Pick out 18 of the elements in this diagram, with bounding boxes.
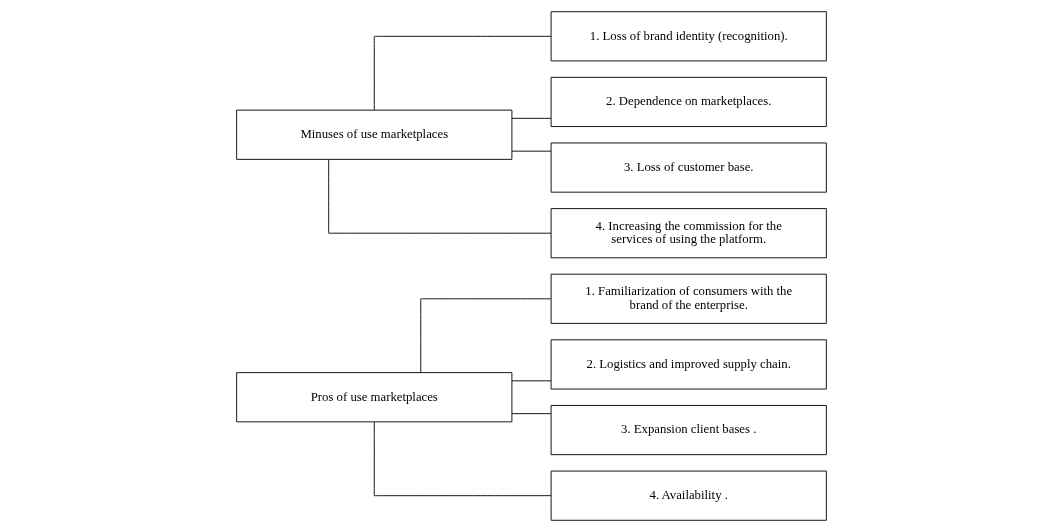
connector <box>511 150 551 152</box>
node-box: 2. Logistics and improved supply chain. <box>550 339 827 390</box>
connector <box>419 298 551 373</box>
node-box: 2. Dependence on marketplaces. <box>550 76 827 127</box>
node-box: Pros of use marketplaces <box>235 372 512 423</box>
connector <box>373 421 551 497</box>
node-box: 3. Loss of customer base. <box>550 142 827 193</box>
connector <box>373 35 551 111</box>
node-box: 1. Familiarization of consumers with the brand of the enterprise. <box>550 273 827 324</box>
node-box: 1. Loss of brand identity (recognition). <box>550 11 827 62</box>
node-box: 4. Availability . <box>550 470 827 521</box>
connector <box>511 380 551 382</box>
node-box: 3. Expansion client bases . <box>550 405 827 456</box>
connector <box>511 117 551 119</box>
connector <box>327 159 552 234</box>
node-box: 4. Increasing the commission for the services of using the platform. <box>550 208 827 259</box>
connector <box>511 413 551 415</box>
node-box: Minuses of use marketplaces <box>235 109 512 160</box>
